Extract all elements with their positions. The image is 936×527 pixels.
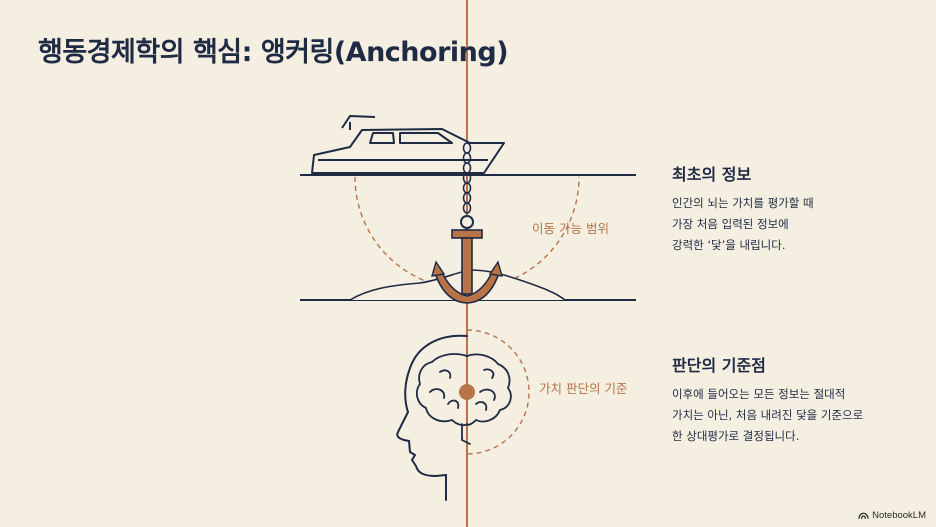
body-line: 가치는 아닌, 처음 내려진 닻을 기준으로 [672,408,864,422]
section-heading-initial-info: 최초의 정보 [672,165,752,184]
notebooklm-icon [858,512,869,519]
body-line: 인간의 뇌는 가치를 평가할 때 [672,196,814,210]
reference-point [459,384,475,400]
boat-icon [311,115,505,174]
range-label: 이동 가능 범위 [532,221,609,236]
notebooklm-watermark: NotebookLM [858,510,926,521]
body-line: 이후에 들어오는 모든 정보는 절대적 [672,387,846,401]
body-line: 강력한 ‘닻’을 내립니다. [672,238,786,252]
chain-icon [462,142,472,214]
reference-arc [466,329,530,455]
page-title: 행동경제학의 핵심: 앵커링(Anchoring) [38,37,509,68]
brain-icon [415,353,512,445]
section-body-reference-point: 이후에 들어오는 모든 정보는 절대적 가치는 아닌, 처음 내려진 닻을 기준… [672,384,922,447]
head-icon [396,334,468,501]
reference-label: 가치 판단의 기준 [539,381,627,396]
section-body-initial-info: 인간의 뇌는 가치를 평가할 때 가장 처음 입력된 정보에 강력한 ‘닻’을 … [672,193,922,256]
watermark-label: NotebookLM [872,510,926,521]
body-line: 한 상대평가로 결정됩니다. [672,429,800,443]
anchor-icon [431,215,503,304]
body-line: 가장 처음 입력된 정보에 [672,217,789,231]
section-heading-reference-point: 판단의 기준점 [672,356,766,375]
